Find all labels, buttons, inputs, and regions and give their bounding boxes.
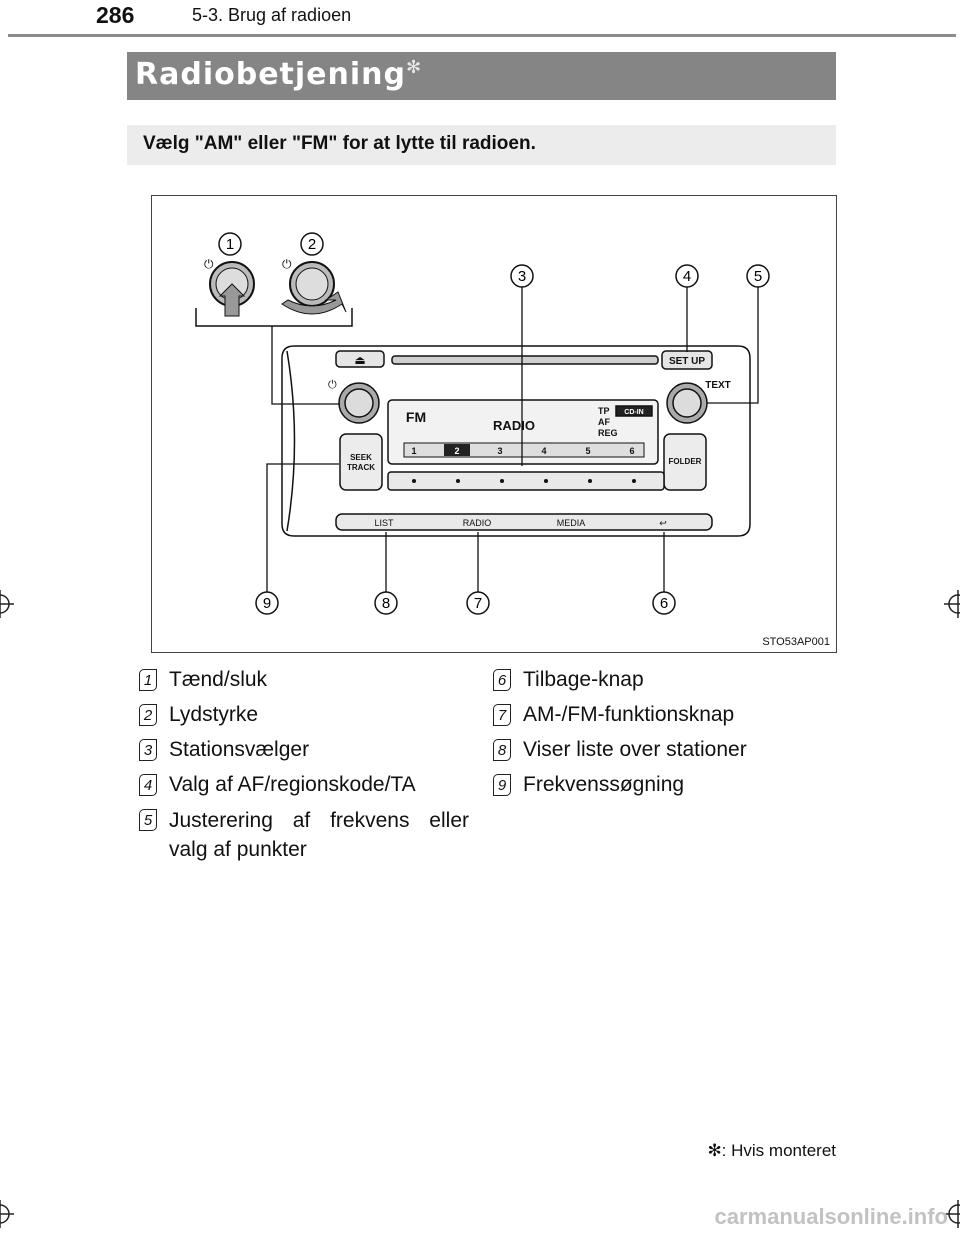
crop-mark-icon [0, 590, 14, 618]
callout-9: 9 [255, 591, 279, 615]
svg-text:SEEK: SEEK [350, 453, 372, 462]
legend-text: Tænd/sluk [169, 668, 268, 691]
svg-text:CD-IN: CD-IN [624, 409, 643, 416]
page-title: Radiobetjening✻ [135, 57, 423, 92]
crop-mark-icon [0, 1200, 14, 1228]
svg-text:RADIO: RADIO [493, 418, 535, 433]
svg-text:1: 1 [226, 236, 234, 253]
legend-number: 2 [139, 704, 157, 726]
legend-text: Justerering af frekvens eller valg af pu… [169, 809, 469, 861]
svg-text:TP: TP [598, 406, 610, 416]
svg-text:3: 3 [518, 268, 526, 285]
leader-lines [266, 286, 759, 592]
watermark: carmanualsonline.info [714, 1204, 949, 1229]
callout-7: 7 [466, 591, 490, 615]
svg-text:9: 9 [263, 595, 271, 612]
legend-text: Lydstyrke [169, 703, 259, 726]
callouts: 1 2 3 4 5 6 7 8 9 [218, 232, 770, 615]
figure-code: STO53AP001 [762, 636, 830, 648]
svg-text:↩: ↩ [659, 518, 667, 528]
svg-text:⏻: ⏻ [282, 257, 292, 271]
legend-number: 4 [139, 774, 157, 796]
legend-number: 5 [139, 809, 157, 831]
legend-number: 9 [493, 774, 511, 796]
svg-text:MEDIA: MEDIA [557, 518, 586, 528]
legend-text: Tilbage-knap [523, 668, 644, 691]
page-number: 286 [96, 2, 135, 28]
svg-text:4: 4 [683, 268, 691, 285]
intro-box: Vælg "AM" eller "FM" for at lytte til ra… [127, 125, 836, 165]
svg-text:8: 8 [382, 595, 390, 612]
legend-number: 8 [493, 739, 511, 761]
svg-text:AF: AF [598, 417, 610, 427]
svg-text:SET UP: SET UP [669, 356, 705, 367]
svg-text:TRACK: TRACK [347, 463, 375, 472]
legend-text: AM-/FM-funktionsknap [523, 703, 735, 726]
section-title: 5-3. Brug af radioen [192, 5, 352, 25]
svg-text:6: 6 [660, 595, 668, 612]
legend-text: Viser liste over stationer [523, 738, 747, 761]
svg-text:FOLDER: FOLDER [669, 457, 702, 466]
eject-icon: ⏏ [354, 353, 365, 367]
legend-number: 3 [139, 739, 157, 761]
svg-text:5: 5 [585, 446, 590, 456]
radio-figure: ⏻ ⏻ ⏏ SET UP ⏻ TEXT FM RADIO TP AF REG [151, 195, 837, 653]
callout-3: 3 [510, 264, 534, 288]
callout-4: 4 [675, 264, 699, 288]
footnote: ✻: Hvis monteret [707, 1141, 836, 1160]
callout-2: 2 [300, 232, 324, 256]
crop-mark-icon [944, 590, 960, 618]
svg-text:6: 6 [629, 446, 634, 456]
svg-text:RADIO: RADIO [463, 518, 492, 528]
crop-mark-icon [944, 1200, 960, 1228]
asterisk-mark: ✻ [405, 57, 423, 78]
legend-text: Frekvenssøgning [523, 773, 685, 796]
callout-6: 6 [652, 591, 676, 615]
intro-text: Vælg "AM" eller "FM" for at lytte til ra… [143, 133, 536, 154]
svg-text:TEXT: TEXT [705, 380, 731, 391]
svg-text:7: 7 [474, 595, 482, 612]
legend-text: Valg af AF/regionskode/TA [169, 773, 416, 796]
callout-8: 8 [374, 591, 398, 615]
header-rule [8, 34, 956, 37]
svg-text:1: 1 [411, 446, 416, 456]
svg-text:REG: REG [598, 428, 618, 438]
svg-text:2: 2 [454, 446, 459, 456]
legend-number: 7 [493, 704, 511, 726]
svg-text:⏻: ⏻ [328, 379, 337, 391]
svg-text:LIST: LIST [374, 518, 394, 528]
svg-text:4: 4 [541, 446, 546, 456]
title-bar: Radiobetjening✻ [127, 52, 836, 100]
legend-number: 1 [139, 669, 157, 691]
callout-1: 1 [218, 232, 242, 256]
radio-illustration: ⏻ ⏻ ⏏ SET UP ⏻ TEXT FM RADIO TP AF REG [195, 232, 770, 615]
svg-text:FM: FM [406, 409, 426, 425]
svg-text:5: 5 [754, 268, 762, 285]
svg-text:2: 2 [308, 236, 316, 253]
legend-text: Stationsvælger [169, 738, 310, 761]
svg-text:3: 3 [497, 446, 502, 456]
head-unit: ⏏ SET UP ⏻ TEXT FM RADIO TP AF REG CD-IN… [281, 345, 751, 537]
callout-5: 5 [746, 264, 770, 288]
knob-detail: ⏻ ⏻ [195, 257, 353, 327]
legend-number: 6 [493, 669, 511, 691]
svg-text:⏻: ⏻ [204, 257, 214, 271]
